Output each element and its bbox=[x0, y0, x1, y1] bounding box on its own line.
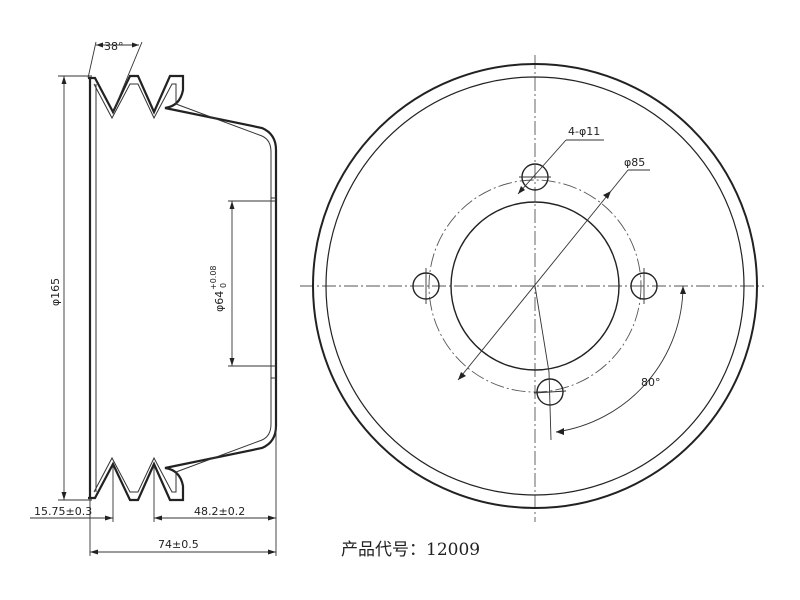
angle-arrow-start bbox=[556, 428, 564, 435]
groove-offset-arrow bbox=[105, 515, 113, 521]
groove-angle-leader-right bbox=[112, 41, 143, 113]
overall-length-label: 74±0.5 bbox=[158, 538, 199, 551]
angle-arc bbox=[555, 285, 684, 433]
groove-angle-arrowhead-right bbox=[132, 42, 139, 48]
pcd-arrow-lower bbox=[458, 372, 466, 380]
hole-bottom-centerline-b bbox=[548, 371, 552, 441]
bottom-profile-inner bbox=[93, 380, 272, 493]
pcd-callout-label: φ85 bbox=[624, 156, 645, 169]
bore-tol-upper: +0.08 bbox=[209, 265, 218, 290]
pcd-arrow-upper bbox=[603, 191, 611, 199]
bore-tol-lower: 0 bbox=[219, 283, 228, 288]
side-view: 38° φ165 φ64 +0.08 0 15.75±0.3 48.2 bbox=[30, 40, 278, 556]
outer-rim-circle bbox=[312, 63, 758, 509]
bore-diameter-label: φ64 +0.08 0 bbox=[209, 265, 228, 312]
overall-length-arrow-right bbox=[268, 549, 276, 555]
bottom-profile-outer bbox=[88, 380, 278, 502]
bore-diameter-main-text: φ64 bbox=[213, 291, 226, 312]
groove-angle-label: 38° bbox=[104, 40, 124, 53]
angle-ray-1 bbox=[534, 285, 550, 373]
inner-rim-circle bbox=[325, 76, 745, 496]
outer-diameter-arrow-bottom bbox=[61, 492, 67, 500]
product-code-label: 产品代号：12009 bbox=[341, 540, 480, 560]
hole-callout-label: 4-φ11 bbox=[568, 125, 600, 138]
bore-arrow-top bbox=[229, 201, 235, 209]
top-profile-outer bbox=[88, 74, 278, 196]
hole-callout-leader bbox=[517, 139, 567, 195]
angle-callout-label: 80° bbox=[641, 376, 661, 389]
groove-angle-leader-left bbox=[87, 41, 97, 79]
groove-offset-label: 15.75±0.3 bbox=[34, 505, 92, 518]
top-profile-inner bbox=[93, 83, 272, 196]
hub-length-arrow-left bbox=[154, 515, 162, 521]
front-view: 4-φ11 φ85 80° bbox=[300, 55, 764, 522]
overall-length-arrow-left bbox=[90, 549, 98, 555]
groove-angle-arrowhead-left bbox=[96, 42, 103, 48]
hub-length-arrow-right bbox=[268, 515, 276, 521]
hub-length-label: 48.2±0.2 bbox=[194, 505, 245, 518]
pcd-callout-leader bbox=[457, 169, 629, 381]
pitch-circle bbox=[428, 179, 642, 393]
outer-diameter-label: φ165 bbox=[49, 278, 62, 306]
bore-arrow-bottom bbox=[229, 358, 235, 366]
outer-diameter-arrow-top bbox=[61, 76, 67, 84]
center-bore-circle bbox=[450, 201, 620, 371]
hole-callout-arrow bbox=[518, 186, 525, 194]
angle-arrow-end bbox=[680, 286, 686, 294]
